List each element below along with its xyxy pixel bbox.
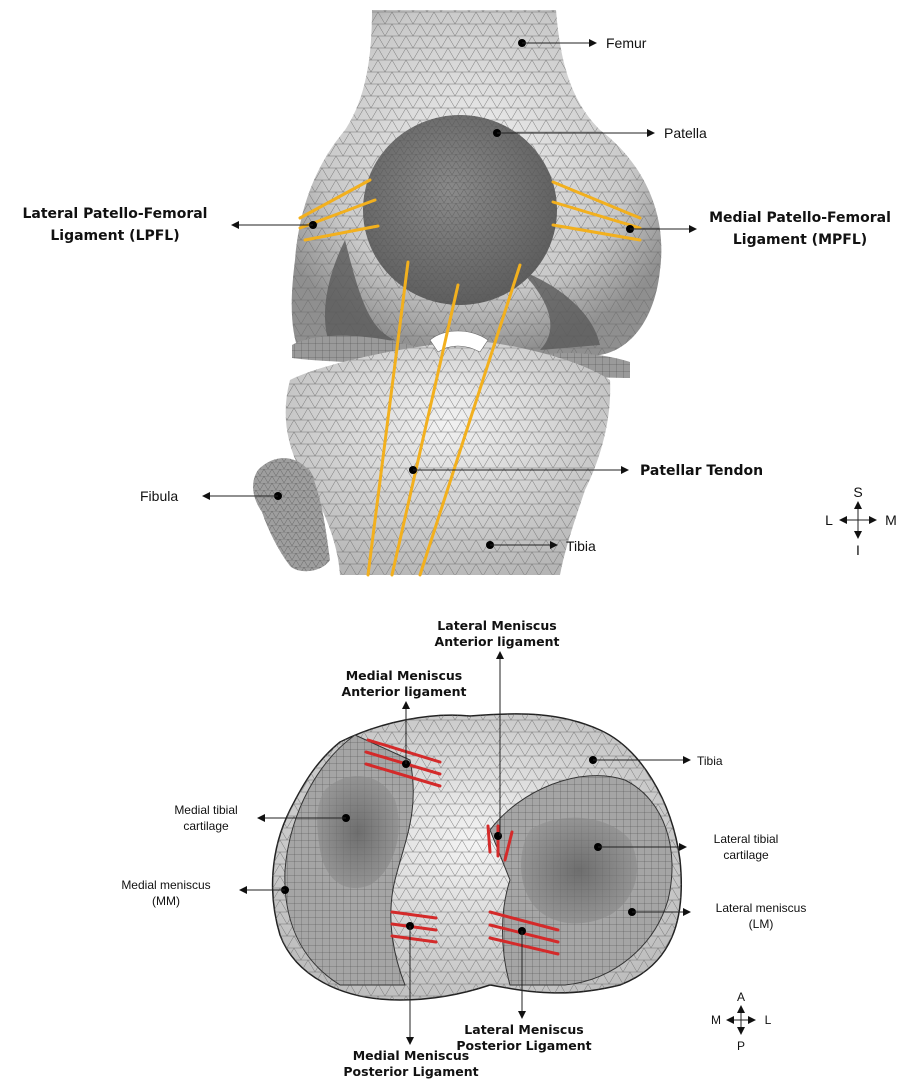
compass-right: M: [885, 512, 897, 528]
mm-label-line1: Medial meniscus: [121, 878, 210, 892]
mtc-label-line2: cartilage: [183, 819, 229, 833]
mmp-label-line1: Medial Meniscus: [353, 1048, 470, 1063]
lmp-label-line2: Posterior Ligament: [456, 1038, 591, 1053]
plateau-tibia-label: Tibia: [697, 754, 723, 768]
tibial-plateau-view: Lateral Meniscus Anterior ligament Media…: [121, 618, 806, 1079]
compass-left: L: [825, 512, 833, 528]
lma-label-line1: Lateral Meniscus: [437, 618, 556, 633]
compass-lateral: L: [765, 1013, 772, 1027]
patella-label: Patella: [664, 125, 707, 141]
lpfl-label-line1: Lateral Patello-Femoral: [23, 206, 208, 222]
ltc-label-line2: cartilage: [723, 848, 769, 862]
tibia-label: Tibia: [566, 538, 596, 554]
mm-label-line2: (MM): [152, 894, 180, 908]
compass-anterior: A: [737, 990, 745, 1004]
lm-label-line2: (LM): [749, 917, 774, 931]
lma-label-line2: Anterior ligament: [435, 634, 560, 649]
compass-up: S: [853, 484, 862, 500]
fibula-label: Fibula: [140, 488, 178, 504]
lmp-label-line1: Lateral Meniscus: [464, 1022, 583, 1037]
plateau-orientation-compass: A P M L: [711, 990, 772, 1053]
ltc-label-line1: Lateral tibial: [714, 832, 779, 846]
mmp-label-line2: Posterior Ligament: [343, 1064, 478, 1079]
compass-medial: M: [711, 1013, 721, 1027]
lm-label-line1: Lateral meniscus: [716, 901, 807, 915]
knee-anterior-view: Femur Patella Lateral Patello-Femoral Li…: [23, 10, 897, 575]
mpfl-label-line1: Medial Patello-Femoral: [709, 210, 891, 226]
compass-down: I: [856, 542, 860, 558]
lpfl-label-line2: Ligament (LPFL): [50, 228, 179, 244]
compass-posterior: P: [737, 1039, 745, 1053]
mpfl-label-line2: Ligament (MPFL): [733, 232, 867, 248]
femur-label: Femur: [606, 35, 647, 51]
patellar-tendon-label: Patellar Tendon: [640, 463, 763, 479]
mma-label-line2: Anterior ligament: [342, 684, 467, 699]
knee-orientation-compass: S I L M: [825, 484, 897, 558]
mtc-label-line1: Medial tibial: [174, 803, 237, 817]
mma-label-line1: Medial Meniscus: [346, 668, 463, 683]
